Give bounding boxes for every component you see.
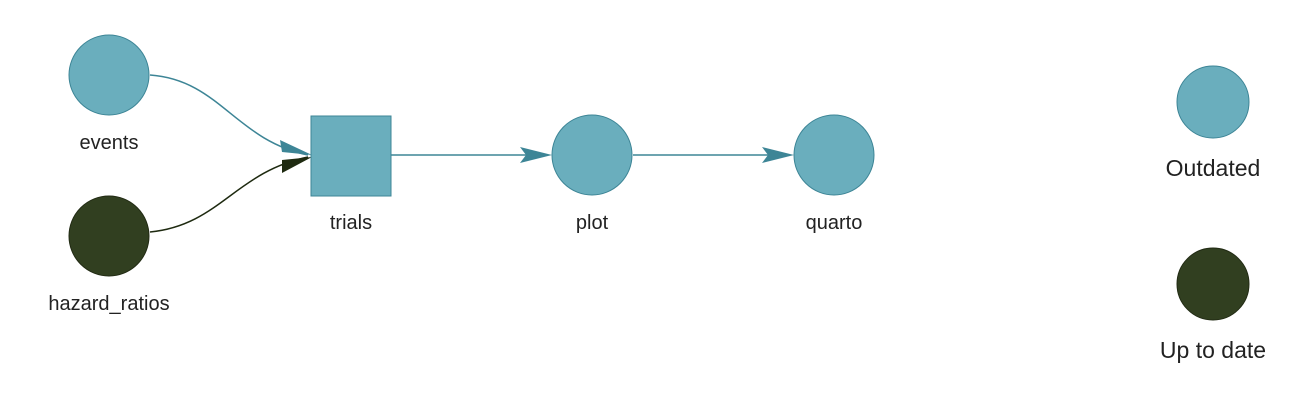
node-hazard-ratios-label: hazard_ratios: [48, 293, 169, 315]
node-events-shape[interactable]: [68, 34, 150, 116]
edge-plot-quarto-arrowhead: [762, 147, 794, 163]
node-plot-label: plot: [576, 212, 609, 234]
node-quarto[interactable]: quarto: [793, 114, 875, 234]
node-plot-shape[interactable]: [551, 114, 633, 196]
node-plot[interactable]: plot: [551, 114, 633, 234]
legend-up-to-date-label: Up to date: [1160, 337, 1266, 363]
legend-outdated-label: Outdated: [1166, 155, 1261, 181]
node-trials-shape[interactable]: [310, 115, 392, 197]
node-quarto-label: quarto: [806, 212, 863, 234]
node-trials[interactable]: trials: [310, 115, 392, 234]
legend: Outdated Up to date: [1160, 65, 1266, 363]
edge-trials-plot-arrowhead: [520, 147, 552, 163]
node-events[interactable]: events: [68, 34, 150, 154]
legend-item-up-to-date: Up to date: [1160, 247, 1266, 363]
node-events-label: events: [80, 132, 139, 154]
node-trials-label: trials: [330, 212, 372, 234]
node-quarto-shape[interactable]: [793, 114, 875, 196]
edge-events-trials-arrowhead: [280, 140, 312, 155]
edges: [149, 74, 794, 233]
edge-hazard-ratios-trials-arrowhead: [282, 157, 312, 173]
node-hazard-ratios-shape[interactable]: [68, 195, 150, 277]
legend-up-to-date-swatch: [1176, 247, 1250, 321]
legend-item-outdated: Outdated: [1166, 65, 1261, 181]
legend-outdated-swatch: [1176, 65, 1250, 139]
node-hazard-ratios[interactable]: hazard_ratios: [48, 195, 170, 315]
